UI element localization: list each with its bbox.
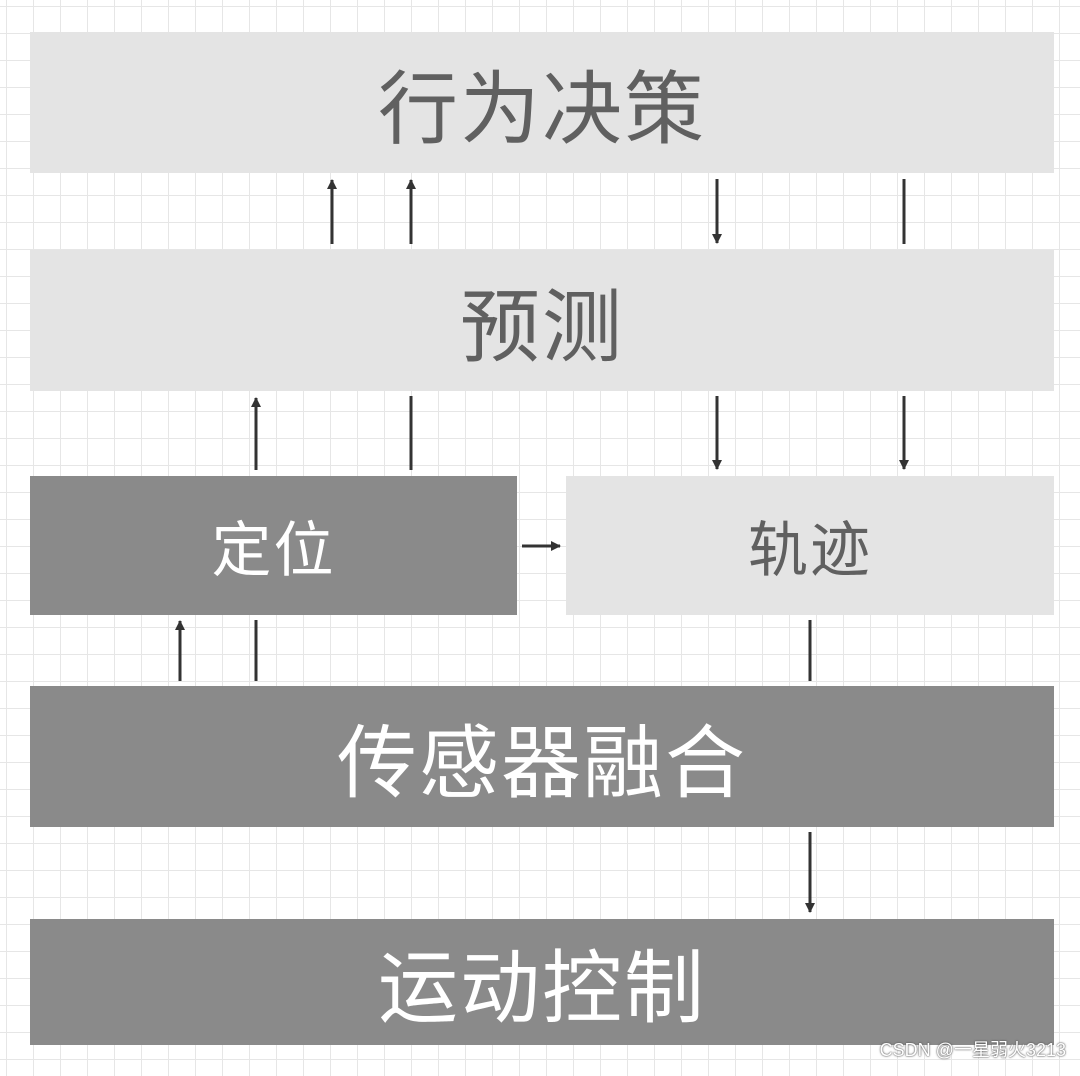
behavior-decision-label: 行为决策	[378, 62, 706, 156]
csdn-watermark: CSDN @一星弱火3213	[879, 1040, 1066, 1060]
prediction-block: 预测	[30, 250, 1054, 391]
trajectory-block: 轨迹	[566, 476, 1054, 615]
motion-control-block: 运动控制	[30, 919, 1054, 1045]
prediction-label: 预测	[460, 280, 624, 374]
behavior-decision-block: 行为决策	[30, 32, 1054, 173]
localization-block: 定位	[30, 476, 517, 615]
localization-label: 定位	[211, 516, 336, 586]
trajectory-label: 轨迹	[748, 516, 872, 586]
motion-control-label: 运动控制	[378, 942, 706, 1035]
sensor-fusion-label: 传感器融合	[337, 716, 747, 810]
sensor-fusion-block: 传感器融合	[30, 686, 1054, 827]
